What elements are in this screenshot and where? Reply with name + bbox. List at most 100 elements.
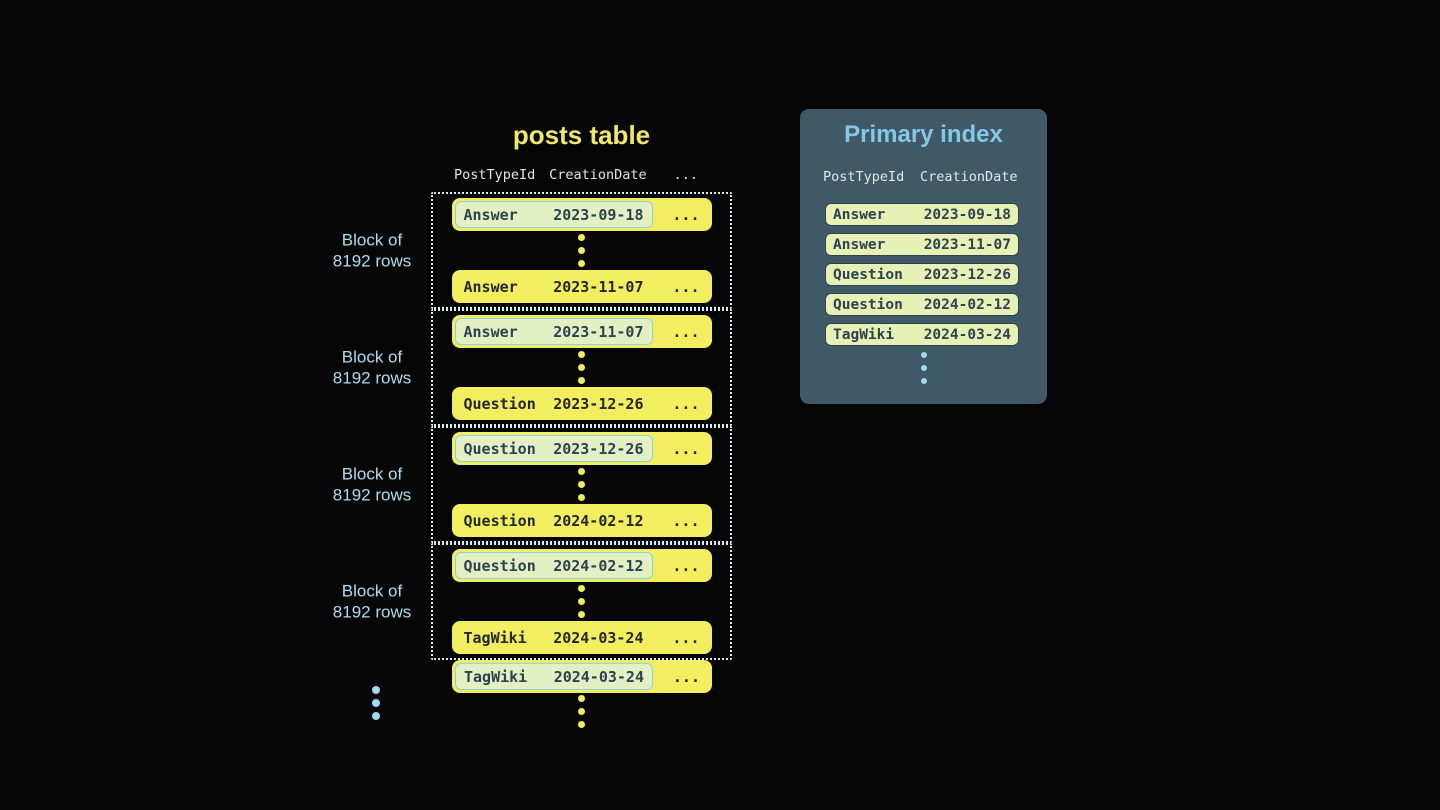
creation-date-cell: 2024-03-24 xyxy=(553,628,644,647)
primary-index-column-headers: PostTypeId CreationDate xyxy=(823,169,1018,185)
index-entry: Answer 2023-09-18 xyxy=(825,203,1019,226)
index-entry-highlight: Question 2024-02-12 xyxy=(454,552,653,579)
post-type-cell: Question xyxy=(833,266,903,283)
block-label-line1: Block of xyxy=(341,346,403,366)
more-blocks-dots xyxy=(372,686,380,720)
more-rows-dots xyxy=(578,695,585,728)
post-type-cell: Question xyxy=(833,296,903,313)
index-entry-highlight: Answer 2023-09-18 xyxy=(454,201,653,228)
creation-date-cell: 2024-02-12 xyxy=(553,556,644,575)
post-type-cell: TagWiki xyxy=(463,628,527,647)
block-label-line2: 8192 rows xyxy=(332,602,412,622)
row-ellipsis: ... xyxy=(672,394,700,413)
block-first-row: Question 2023-12-26 ... xyxy=(451,432,712,465)
row-values: Question 2023-12-26 xyxy=(455,390,653,417)
creation-date-cell: 2023-12-26 xyxy=(553,394,644,413)
row-ellipsis: ... xyxy=(672,667,700,686)
creation-date-cell: 2023-11-07 xyxy=(923,236,1011,253)
block-first-row: Answer 2023-09-18 ... xyxy=(451,198,712,231)
dot xyxy=(578,377,585,384)
dot xyxy=(372,686,380,694)
creation-date-cell: 2024-02-12 xyxy=(553,511,644,530)
dot xyxy=(578,468,585,475)
block-last-row: TagWiki 2024-03-24 ... xyxy=(451,621,712,654)
row-ellipsis: ... xyxy=(672,322,700,341)
index-entry-highlight: TagWiki 2024-03-24 xyxy=(455,663,653,690)
block-label: Block of 8192 rows xyxy=(312,229,432,273)
column-header-creationdate: CreationDate xyxy=(549,167,647,183)
block-label-line1: Block of xyxy=(341,580,403,600)
dot xyxy=(372,712,380,720)
post-type-cell: Question xyxy=(463,511,536,530)
row-ellipsis: ... xyxy=(672,439,700,458)
dot xyxy=(578,611,585,618)
dot xyxy=(578,598,585,605)
row-ellipsis: ... xyxy=(672,511,700,530)
post-type-cell: Answer xyxy=(833,236,886,253)
creation-date-cell: 2023-12-26 xyxy=(923,266,1011,283)
block-last-row: Question 2024-02-12 ... xyxy=(451,504,712,537)
row-block-4: Block of 8192 rows Question 2024-02-12 .… xyxy=(333,543,732,660)
row-ellipsis: ... xyxy=(672,277,700,296)
dot xyxy=(372,699,380,707)
index-entry-highlight: Answer 2023-11-07 xyxy=(454,318,653,345)
block-label-line1: Block of xyxy=(341,229,403,249)
dot xyxy=(920,378,927,384)
row-values: TagWiki 2024-03-24 xyxy=(455,624,653,651)
row-ellipsis: ... xyxy=(672,205,700,224)
creation-date-cell: 2024-03-24 xyxy=(923,326,1011,343)
dot xyxy=(578,481,585,488)
more-entries-dots xyxy=(920,352,927,384)
dot xyxy=(578,234,585,241)
vertical-ellipsis-dots xyxy=(578,234,585,267)
creation-date-cell: 2023-12-26 xyxy=(553,439,644,458)
column-header-ellipsis: ... xyxy=(673,167,698,183)
post-type-cell: Answer xyxy=(833,206,886,223)
post-type-cell: Question xyxy=(463,556,536,575)
row-block-3: Block of 8192 rows Question 2023-12-26 .… xyxy=(333,426,732,543)
index-entry: Answer 2023-11-07 xyxy=(825,233,1019,256)
posts-table-title: posts table xyxy=(512,120,651,150)
block-first-row: Question 2024-02-12 ... xyxy=(451,549,712,582)
block-last-row: Answer 2023-11-07 ... xyxy=(451,270,712,303)
block-label-line2: 8192 rows xyxy=(332,251,412,271)
index-entry: Question 2023-12-26 xyxy=(825,263,1019,286)
dot xyxy=(578,260,585,267)
posts-table-column-headers: PostTypeId CreationDate ... xyxy=(452,167,712,183)
posts-table-blocks: Block of 8192 rows Answer 2023-09-18 ...… xyxy=(333,192,732,660)
column-header-creationdate: CreationDate xyxy=(920,169,1018,185)
primary-index-title: Primary index xyxy=(844,121,1003,148)
row-ellipsis: ... xyxy=(672,628,700,647)
index-entry: Question 2024-02-12 xyxy=(825,293,1019,316)
creation-date-cell: 2023-11-07 xyxy=(553,322,644,341)
dot xyxy=(578,351,585,358)
column-header-posttypeid: PostTypeId xyxy=(454,167,536,183)
post-type-cell: TagWiki xyxy=(833,326,895,343)
block-first-row: Answer 2023-11-07 ... xyxy=(451,315,712,348)
row-block-2: Block of 8192 rows Answer 2023-11-07 ...… xyxy=(333,309,732,426)
trailing-row: TagWiki 2024-03-24 ... xyxy=(452,660,712,693)
post-type-cell: Question xyxy=(463,394,536,413)
block-label-line1: Block of xyxy=(341,463,403,483)
primary-index-panel: Primary index PostTypeId CreationDate An… xyxy=(800,109,1047,404)
block-label: Block of 8192 rows xyxy=(312,580,432,624)
block-label-line2: 8192 rows xyxy=(332,485,412,505)
vertical-ellipsis-dots xyxy=(578,585,585,618)
creation-date-cell: 2023-11-07 xyxy=(553,277,644,296)
block-last-row: Question 2023-12-26 ... xyxy=(451,387,712,420)
index-entry-highlight: Question 2023-12-26 xyxy=(454,435,653,462)
primary-index-entries: Answer 2023-09-18 Answer 2023-11-07 Ques… xyxy=(825,203,1019,353)
row-block-1: Block of 8192 rows Answer 2023-09-18 ...… xyxy=(333,192,732,309)
creation-date-cell: 2024-02-12 xyxy=(923,296,1011,313)
post-type-cell: Answer xyxy=(463,277,518,296)
dot xyxy=(578,364,585,371)
dot xyxy=(578,585,585,592)
vertical-ellipsis-dots xyxy=(578,468,585,501)
creation-date-cell: 2023-09-18 xyxy=(553,205,644,224)
dot xyxy=(578,247,585,254)
dot xyxy=(920,352,927,358)
dot xyxy=(920,365,927,371)
post-type-cell: TagWiki xyxy=(464,667,528,686)
row-values: Answer 2023-11-07 xyxy=(455,273,653,300)
